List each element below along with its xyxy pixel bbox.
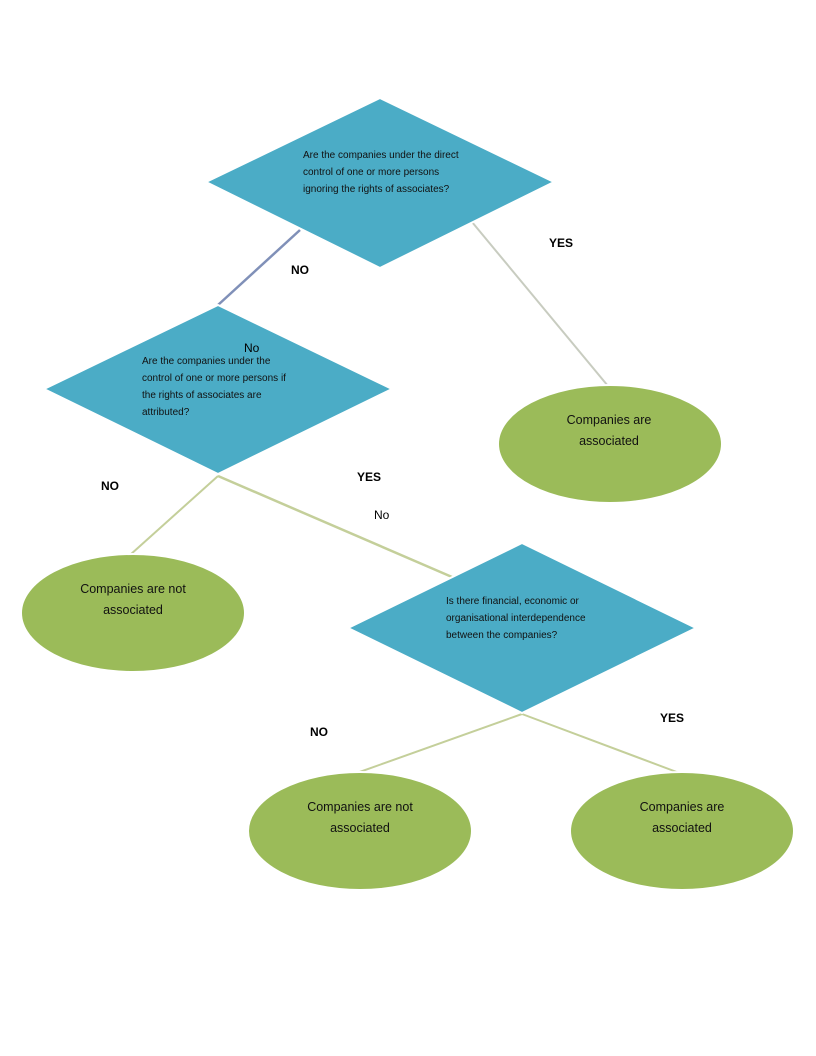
outcome-o4-text: Companies are associated [639, 800, 725, 835]
outcome-o1 [497, 384, 723, 504]
question-q3-text: Is there financial, economic or organisa… [446, 596, 586, 641]
connector-q1-o1 [471, 221, 609, 387]
decision-q3 [345, 541, 699, 715]
decision-q2 [41, 303, 395, 476]
edge-label-q2-no: NO [101, 479, 119, 493]
connector-q2-q3 [217, 474, 453, 579]
connector-q3-o4 [521, 713, 683, 775]
connector-q2-o2 [129, 475, 219, 556]
edge-label-q3-no: NO [310, 725, 328, 739]
edge-label-q2-yes: YES [357, 470, 382, 484]
outcome-o2-text: Companies are not associated [80, 582, 186, 617]
outcome-o2 [20, 553, 246, 673]
connector-q1-q2 [217, 229, 301, 306]
edge-label-q1-yes: YES [549, 236, 574, 250]
outcome-o3-text: Companies are not associated [307, 800, 413, 835]
outcome-o4 [569, 771, 795, 891]
edge-caption-q2-no: No [244, 341, 260, 355]
connector-q3-o3 [353, 713, 523, 775]
edge-caption-q3-no: No [374, 508, 390, 522]
question-q1-text: Are the companies under the direct contr… [303, 150, 459, 195]
edge-label-q1-no: NO [291, 263, 309, 277]
question-q2-text: Are the companies under the control of o… [142, 356, 286, 418]
decision-q1 [203, 96, 557, 270]
outcome-o3 [247, 771, 473, 891]
outcome-o1-text: Companies are associated [566, 413, 652, 448]
edge-label-q3-yes: YES [660, 711, 685, 725]
